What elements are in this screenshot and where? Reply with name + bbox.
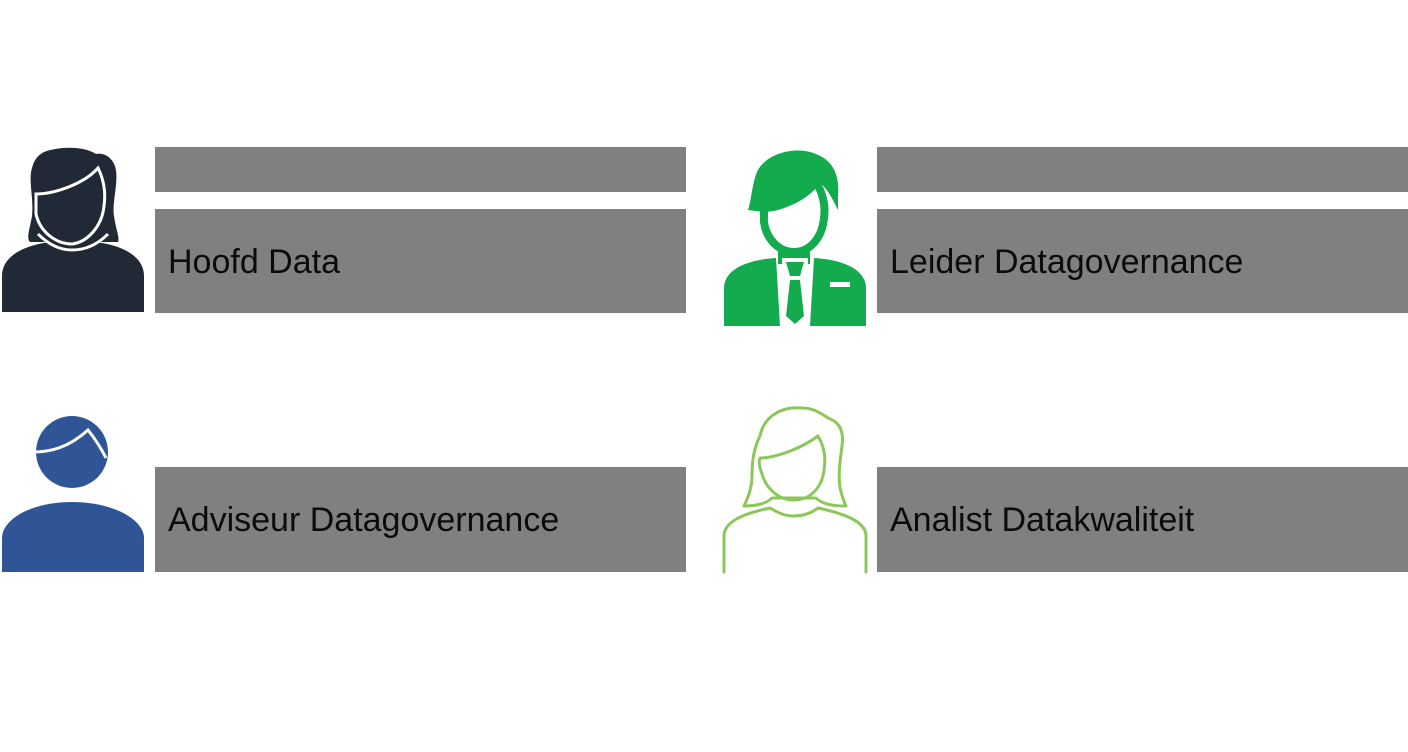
businessman-user-icon — [724, 150, 866, 326]
role-label: Analist Datakwaliteit — [890, 501, 1195, 539]
role-label: Hoofd Data — [168, 242, 340, 281]
role-label: Leider Datagovernance — [890, 242, 1244, 281]
role-label: Adviseur Datagovernance — [168, 501, 560, 539]
header-bar-leider-datagovernance — [877, 147, 1408, 192]
label-bar-hoofd-data: Hoofd Data — [155, 209, 686, 313]
label-bar-analist-datakwaliteit: Analist Datakwaliteit — [877, 467, 1408, 572]
header-bar-hoofd-data — [155, 147, 686, 192]
label-bar-leider-datagovernance: Leider Datagovernance — [877, 209, 1408, 313]
label-bar-adviseur-datagovernance: Adviseur Datagovernance — [155, 467, 686, 572]
woman-user-icon — [2, 147, 144, 312]
woman-user-outline-icon — [722, 406, 868, 574]
man-user-icon — [2, 416, 144, 572]
